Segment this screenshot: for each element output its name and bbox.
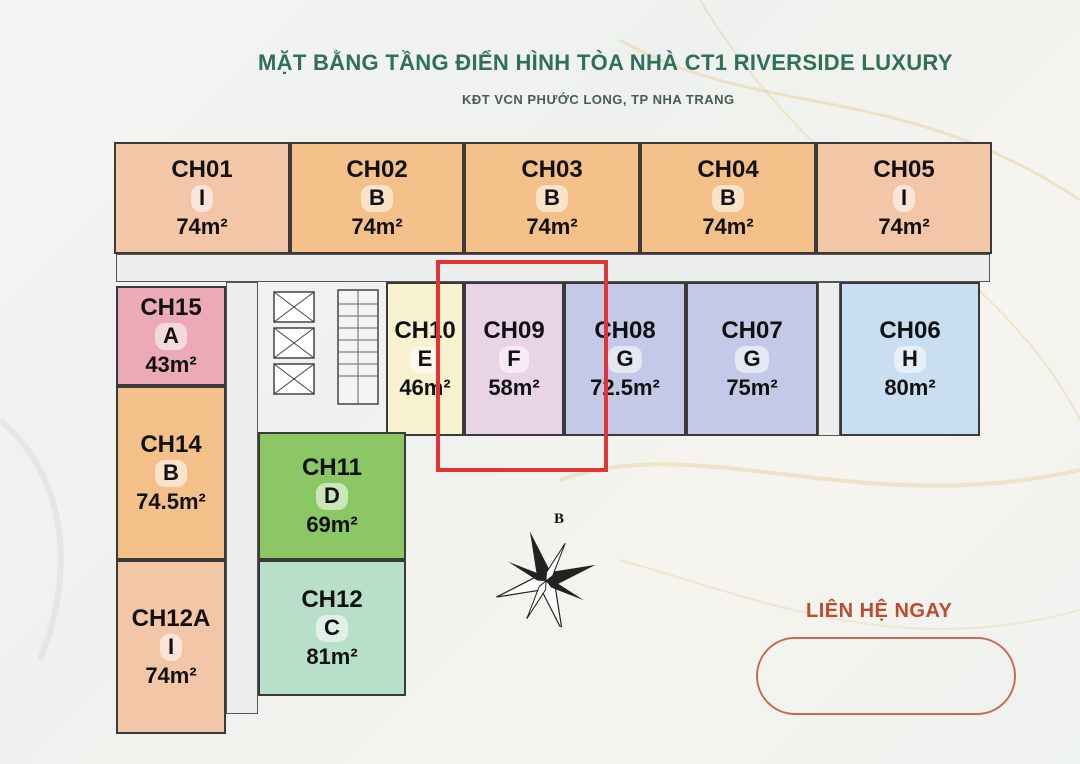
unit-area: 74m² — [878, 213, 930, 239]
unit-code: CH12A — [131, 604, 211, 632]
unit-type: B — [712, 185, 744, 212]
unit-area: 43m² — [145, 351, 197, 377]
unit-area: 74m² — [176, 213, 228, 239]
unit-type: H — [894, 346, 926, 373]
unit-area: 46m² — [399, 374, 451, 400]
unit-code: CH07 — [721, 316, 783, 344]
unit-type: B — [361, 185, 393, 212]
unit-code: CH15 — [140, 293, 202, 321]
compass-rose-icon: B — [496, 511, 596, 627]
unit-type: B — [155, 460, 187, 487]
unit-code: CH09 — [483, 316, 545, 344]
selected-unit-highlight — [436, 260, 608, 472]
unit-area: 72.5m² — [590, 374, 660, 400]
unit-type: G — [608, 346, 642, 373]
unit-type: D — [316, 483, 348, 510]
elevator-stair-core — [273, 289, 379, 405]
unit-area: 75m² — [726, 374, 778, 400]
unit-type: C — [316, 615, 348, 642]
unit-code: CH10 — [394, 316, 456, 344]
corridor-top — [116, 254, 990, 282]
contact-label: LIÊN HỆ NGAY — [806, 600, 953, 622]
unit-area: 74m² — [702, 213, 754, 239]
unit-area: 58m² — [488, 374, 540, 400]
unit-type: I — [190, 185, 214, 212]
unit-type: E — [409, 346, 441, 373]
unit-type: G — [735, 346, 769, 373]
unit-code: CH04 — [697, 155, 759, 183]
unit-area: 74m² — [526, 213, 578, 239]
unit-area: 74m² — [145, 662, 197, 688]
unit-code: CH05 — [873, 155, 935, 183]
contact-button[interactable] — [756, 637, 1016, 715]
unit-area: 80m² — [884, 374, 936, 400]
compass-north-label: B — [554, 511, 564, 527]
unit-type: B — [536, 185, 568, 212]
unit-type: I — [892, 185, 916, 212]
page-title: MẶT BẰNG TẦNG ĐIỂN HÌNH TÒA NHÀ CT1 RIVE… — [258, 50, 953, 75]
unit-code: CH01 — [171, 155, 233, 183]
unit-area: 74m² — [351, 213, 403, 239]
corridor-right-stair — [818, 282, 840, 436]
unit-area: 69m² — [306, 511, 358, 537]
unit-code: CH03 — [521, 155, 583, 183]
unit-type: F — [499, 346, 529, 373]
page-subtitle: KĐT VCN PHƯỚC LONG, TP NHA TRANG — [462, 92, 735, 107]
unit-type: I — [159, 634, 183, 661]
unit-area: 74.5m² — [136, 488, 206, 514]
unit-code: CH06 — [879, 316, 941, 344]
unit-area: 81m² — [306, 643, 358, 669]
unit-code: CH14 — [140, 430, 202, 458]
unit-type: A — [155, 323, 187, 350]
corridor-left — [226, 282, 258, 714]
unit-code: CH11 — [301, 453, 363, 481]
unit-code: CH12 — [301, 585, 363, 613]
unit-code: CH02 — [346, 155, 408, 183]
